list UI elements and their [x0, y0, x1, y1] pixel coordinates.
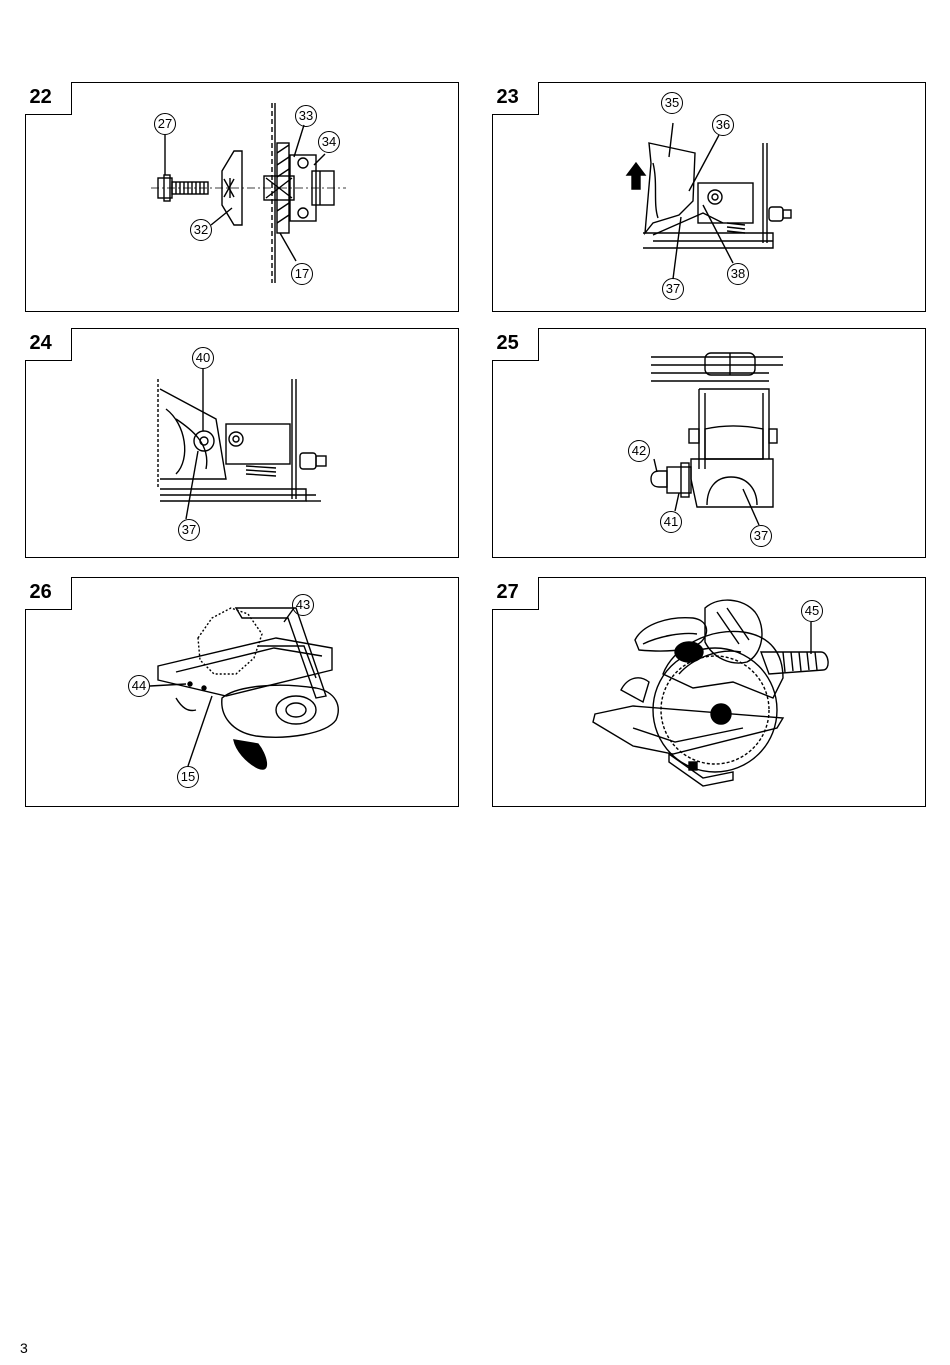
callout-37: 37 — [178, 519, 200, 541]
callout-38: 38 — [727, 263, 749, 285]
figure-24-panel: 24 40 37 — [24, 327, 459, 558]
figure-26-panel: 26 43 44 15 — [24, 576, 459, 807]
callout-17: 17 — [291, 263, 313, 285]
callout-32: 32 — [190, 219, 212, 241]
callout-43: 43 — [292, 594, 314, 616]
dust-nozzle-illustration — [650, 352, 783, 526]
callout-41: 41 — [660, 511, 682, 533]
figure-number-tab: 23 — [491, 81, 539, 115]
circular-saw-dust-hose-illustration — [592, 599, 829, 787]
figure-number: 22 — [29, 85, 52, 108]
callout-40: 40 — [192, 347, 214, 369]
square-adjustment-illustration — [149, 607, 339, 770]
figure-25-panel: 25 42 41 37 — [491, 327, 926, 558]
figure-23-panel: 23 35 36 37 38 — [491, 81, 926, 312]
callout-34: 34 — [318, 131, 340, 153]
callout-27: 27 — [154, 113, 176, 135]
figure-number: 23 — [496, 85, 519, 108]
figure-number-tab: 26 — [24, 576, 72, 610]
callout-37: 37 — [662, 278, 684, 300]
figure-number: 26 — [29, 580, 52, 603]
figure-number: 27 — [496, 580, 519, 603]
callout-37: 37 — [750, 525, 772, 547]
callout-44: 44 — [128, 675, 150, 697]
callout-33: 33 — [295, 105, 317, 127]
dust-cover-position-illustration — [157, 369, 327, 520]
figure-number: 25 — [496, 331, 519, 354]
dust-cover-removal-illustration — [625, 122, 792, 280]
page-number: 3 — [20, 1340, 28, 1356]
blade-mounting-exploded-illustration — [151, 103, 346, 283]
callout-15: 15 — [177, 766, 199, 788]
callout-36: 36 — [712, 114, 734, 136]
callout-42: 42 — [628, 440, 650, 462]
figure-22-panel: 22 27 33 34 32 17 — [24, 81, 459, 312]
figure-27-panel: 27 45 — [491, 576, 926, 807]
figure-number-tab: 25 — [491, 327, 539, 361]
figure-number: 24 — [29, 331, 52, 354]
callout-45: 45 — [801, 600, 823, 622]
figure-number-tab: 24 — [24, 327, 72, 361]
callout-35: 35 — [661, 92, 683, 114]
figure-number-tab: 22 — [24, 81, 72, 115]
figure-number-tab: 27 — [491, 576, 539, 610]
